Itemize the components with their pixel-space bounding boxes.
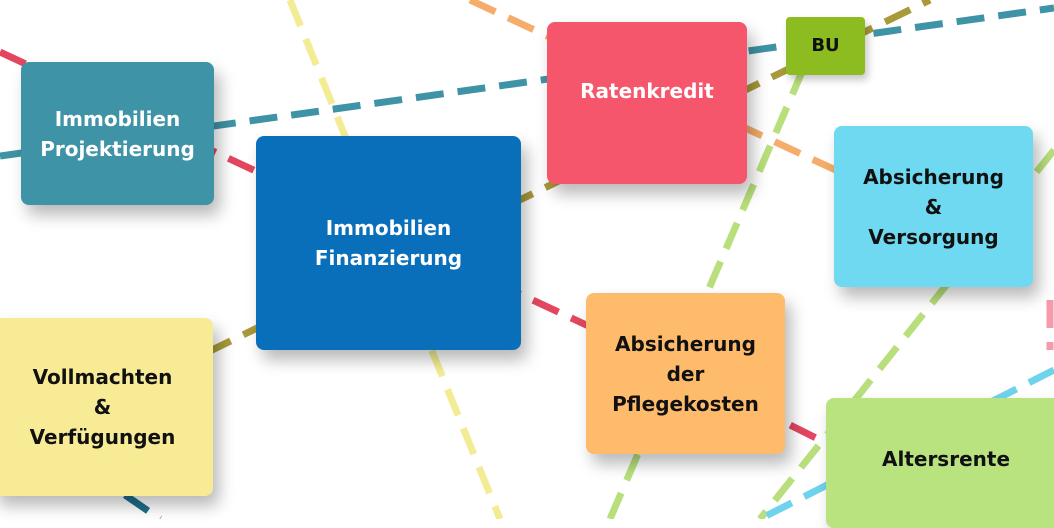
node-vollmachten-verfuegungen[interactable]: Vollmachten & Verfügungen (0, 318, 213, 496)
node-label: Vollmachten & Verfügungen (29, 365, 176, 449)
node-label: BU (811, 35, 840, 56)
node-ratenkredit[interactable]: Ratenkredit (547, 22, 747, 184)
line-darkteal-bottom (123, 492, 162, 519)
node-label: Immobilien Projektierung (40, 106, 195, 161)
node-immobilien-projektierung[interactable]: Immobilien Projektierung (21, 62, 214, 205)
node-bu[interactable]: BU (786, 17, 865, 75)
node-absicherung-versorgung[interactable]: Absicherung & Versorgung (834, 126, 1033, 287)
line-green-right (757, 147, 1054, 519)
node-label: Immobilien Finanzierung (314, 216, 463, 270)
node-label: Absicherung der Pflegekosten (612, 331, 759, 416)
node-label: Ratenkredit (580, 79, 714, 103)
node-absicherung-pflegekosten[interactable]: Absicherung der Pflegekosten (586, 293, 785, 454)
node-immobilien-finanzierung[interactable]: Immobilien Finanzierung (256, 136, 521, 350)
node-label: Absicherung & Versorgung (863, 164, 1004, 249)
node-altersrente[interactable]: Altersrente (826, 398, 1054, 528)
node-label: Altersrente (881, 447, 1011, 471)
line-lightblue-bottom (758, 366, 1054, 519)
